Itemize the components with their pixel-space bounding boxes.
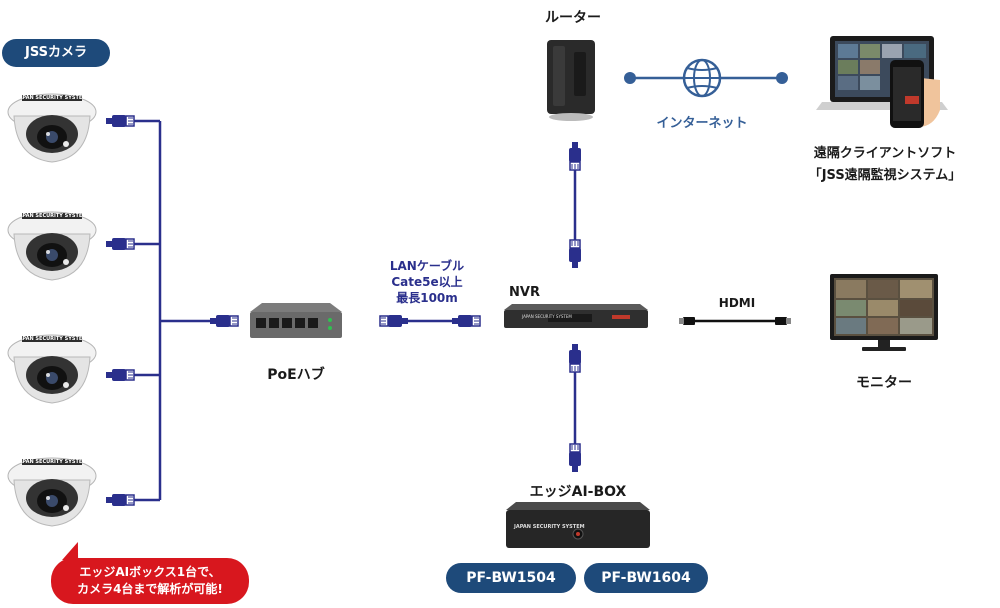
rj45-connector xyxy=(105,114,135,128)
edge-ai-box-device: JAPAN SECURITY SYSTEM xyxy=(506,502,650,548)
note-bubble: エッジAIボックス1台で、 カメラ4台まで解析が可能! xyxy=(51,558,249,604)
rj45-connector xyxy=(568,141,582,171)
router-label: ルーター xyxy=(545,10,601,26)
model-pill-bw1504: PF-BW1504 xyxy=(446,563,576,593)
rj45-connector xyxy=(451,314,481,328)
globe-icon xyxy=(682,58,722,98)
camera-brand-text: JAPAN SECURITY SYSTEM xyxy=(16,459,88,465)
rj45-connector xyxy=(568,343,582,373)
nvr-label: NVR xyxy=(509,285,540,300)
camera-brand-text: JAPAN SECURITY SYSTEM xyxy=(16,95,88,101)
remote-client-label-line1: 遠隔クライアントソフト xyxy=(813,146,957,161)
camera-pill-label: JSSカメラ xyxy=(2,39,110,67)
camera-group: JAPAN SECURITY SYSTEM JAPAN SECURITY SYS… xyxy=(7,93,97,527)
rj45-connector xyxy=(379,314,409,328)
hdmi-label: HDMI xyxy=(718,296,756,310)
dome-camera-1: JAPAN SECURITY SYSTEM xyxy=(7,93,97,163)
rj45-connector xyxy=(105,368,135,382)
dome-camera-2: JAPAN SECURITY SYSTEM xyxy=(7,211,97,281)
router-device xyxy=(547,40,595,121)
poe-hub-device xyxy=(250,303,342,338)
rj45-connector xyxy=(568,239,582,269)
camera-cables xyxy=(123,119,220,502)
laptop-phone-device xyxy=(816,36,948,128)
cable-spec-line2: Cate5e以上 xyxy=(391,275,463,289)
monitor-label: モニター xyxy=(856,375,912,391)
aibox-brand-text: JAPAN SECURITY SYSTEM xyxy=(513,524,585,530)
rj45-connector xyxy=(105,493,135,507)
camera-brand-text: JAPAN SECURITY SYSTEM xyxy=(16,213,88,219)
hdmi-cable xyxy=(679,317,791,325)
internet-link xyxy=(624,58,788,98)
monitor-device xyxy=(830,274,938,351)
internet-label: インターネット xyxy=(656,116,748,131)
note-bubble-line2: カメラ4台まで解析が可能! xyxy=(77,582,223,596)
dome-camera-4: JAPAN SECURITY SYSTEM xyxy=(7,457,97,527)
rj45-connector xyxy=(568,443,582,473)
cable-spec-line3: 最長100m xyxy=(396,291,458,305)
rj45-connector xyxy=(105,237,135,251)
poe-hub-label: PoEハブ xyxy=(267,367,325,383)
remote-client-label-line2: 「JSS遠隔監視システム」 xyxy=(808,168,962,183)
note-bubble-line1: エッジAIボックス1台で、 xyxy=(79,565,221,579)
nvr-device: JAPAN SECURITY SYSTEM xyxy=(504,304,648,328)
camera-brand-text: JAPAN SECURITY SYSTEM xyxy=(16,336,88,342)
dome-camera-3: JAPAN SECURITY SYSTEM xyxy=(7,334,97,404)
model-pill-bw1604: PF-BW1604 xyxy=(584,563,708,593)
cable-spec-line1: LANケーブル xyxy=(389,259,465,273)
rj45-connector xyxy=(209,314,239,328)
edge-ai-box-label: エッジAI-BOX xyxy=(529,484,627,500)
nvr-brand-text: JAPAN SECURITY SYSTEM xyxy=(521,314,572,319)
